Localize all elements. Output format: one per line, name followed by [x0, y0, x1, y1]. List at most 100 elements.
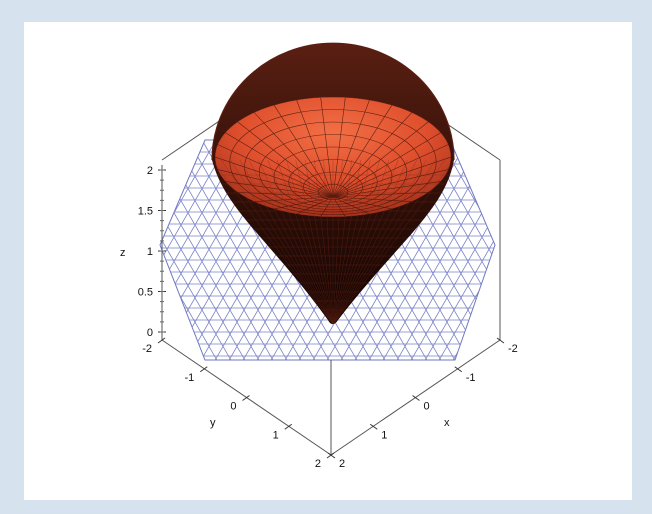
plane-mesh-line	[508, 140, 636, 362]
cone-radial	[332, 104, 393, 198]
plane-mesh-line	[18, 140, 146, 362]
x-tick	[454, 366, 463, 373]
cone-side-line	[332, 159, 343, 325]
cone-radial	[332, 196, 412, 202]
x-axis-label: x	[444, 417, 450, 429]
plane-mesh-line	[550, 140, 652, 362]
cone-side-line	[295, 159, 334, 325]
cone-radial	[225, 132, 334, 198]
cone-side-line	[332, 159, 445, 325]
plane-mesh-line	[437, 140, 495, 360]
cone-radial	[253, 112, 334, 198]
plane-mesh-line	[160, 140, 217, 360]
cone-side-line	[230, 159, 334, 325]
x-tick-label: -2	[508, 343, 518, 355]
plane-mesh-line	[538, 140, 652, 362]
plane-mesh-line	[0, 140, 22, 362]
y-tick	[242, 395, 250, 401]
plane-mesh-line	[439, 140, 495, 360]
x-tick	[412, 395, 420, 401]
z-tick-label: 2	[147, 165, 153, 177]
y-axis-label: y	[210, 417, 216, 429]
cone-side-line	[332, 159, 454, 325]
plane-mesh-line	[160, 140, 261, 360]
plane-mesh-line	[160, 140, 247, 360]
plane-mesh-line	[536, 140, 652, 362]
plane-mesh-line	[522, 140, 650, 362]
plane-mesh-line	[20, 140, 148, 362]
z-tick-label: 0	[147, 327, 153, 339]
plane-mesh-line	[564, 140, 652, 362]
cone-side-line	[332, 159, 417, 325]
plane-mesh-line	[160, 140, 175, 360]
plane-mesh-line	[634, 140, 652, 362]
plane-mesh-line	[0, 140, 50, 362]
plane-mesh-line	[0, 140, 76, 362]
x-tick-label: 1	[381, 429, 387, 441]
plane-mesh-line	[0, 140, 120, 362]
cone-radial	[332, 97, 346, 198]
plane-mesh-line	[524, 140, 652, 362]
z-tick-label: 1.5	[138, 206, 153, 218]
plane-mesh-line	[160, 140, 177, 360]
cone-radial	[254, 196, 334, 202]
cone-side-line	[258, 159, 334, 325]
cone-side-line	[332, 159, 371, 325]
plane-mesh-line	[0, 140, 62, 362]
cone-radial	[332, 196, 346, 217]
z-tick-label: 0.5	[138, 287, 153, 299]
cone-side-line	[212, 159, 334, 325]
cone-radial	[215, 156, 334, 198]
x-tick	[496, 337, 505, 344]
plane-mesh-line	[592, 140, 652, 362]
cone-side-line	[332, 159, 427, 325]
plane-mesh-line	[594, 140, 652, 362]
cone-radial	[332, 169, 449, 198]
plane-mesh-line	[622, 140, 652, 362]
x-tick	[327, 452, 336, 459]
y-tick	[326, 452, 335, 459]
cone-side-line	[332, 159, 380, 325]
plane-mesh-line	[566, 140, 652, 362]
plane-mesh-line	[636, 140, 652, 362]
z-tick-label: 1	[147, 246, 153, 258]
cone-side-line	[239, 159, 334, 325]
plane-mesh-line	[409, 140, 495, 360]
plane-mesh-line	[353, 140, 483, 360]
cone-radial	[332, 156, 451, 198]
plane-mesh-line	[0, 140, 90, 362]
plane-mesh-line	[173, 140, 303, 360]
plane-mesh-line	[510, 140, 638, 362]
plane-mesh-line	[580, 140, 652, 362]
y-tick-label: 0	[230, 401, 236, 413]
plane-mesh-line	[0, 140, 8, 362]
cone-side-line	[332, 159, 408, 325]
cone-side-line	[332, 159, 390, 325]
y-tick-label: -2	[142, 343, 152, 355]
cone-radial	[332, 144, 449, 198]
x-tick-label: 0	[424, 401, 430, 413]
plane-mesh-line	[0, 140, 20, 362]
plane-mesh-line	[0, 140, 78, 362]
plane-mesh-line	[481, 140, 495, 360]
cone-side-line	[332, 159, 352, 325]
plane-mesh-line	[187, 140, 317, 360]
cone-radial	[273, 196, 334, 210]
plane-mesh-line	[0, 140, 104, 362]
cone-side-line	[286, 159, 334, 325]
plane-mesh-line	[606, 140, 652, 362]
cone-radial	[332, 196, 393, 210]
cone-side-line	[323, 159, 334, 325]
x-tick-label: 2	[339, 458, 345, 470]
plane-mesh-line	[0, 140, 106, 362]
cone-side-line	[332, 159, 436, 325]
plane-mesh-line	[552, 140, 652, 362]
plane-mesh-line	[0, 140, 118, 362]
plane-mesh-line	[0, 140, 92, 362]
plane-mesh-line	[0, 140, 6, 362]
y-tick-label: -1	[184, 372, 194, 384]
cone-radial	[273, 104, 334, 198]
